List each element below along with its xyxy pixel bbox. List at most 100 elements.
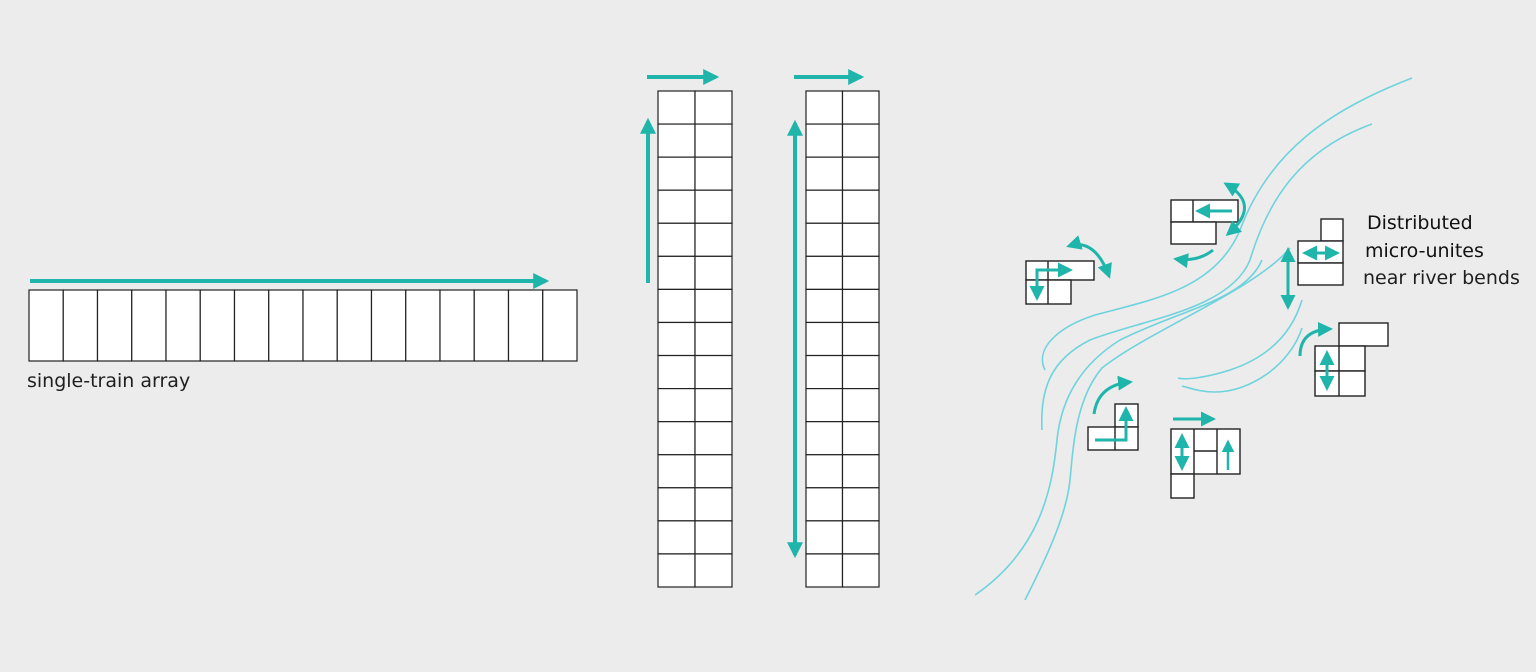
- column-left-cell: [657, 288, 696, 324]
- column-left-cell: [657, 90, 696, 125]
- micro-unit-5-rotate-arrow: [1092, 375, 1133, 415]
- micro-unit-2-return-arrow: [1173, 248, 1214, 269]
- column-left-cell: [694, 321, 733, 357]
- double-column-array-right: [805, 90, 880, 588]
- river-line-4: [974, 259, 1263, 596]
- column-left-cell: [657, 156, 696, 191]
- column-right-cell: [805, 288, 844, 324]
- column-right-cell: [805, 520, 844, 555]
- single-train-cell: [405, 289, 441, 362]
- column-right-cell: [841, 354, 880, 390]
- column-left-cell: [657, 487, 696, 522]
- column-right-cell: [805, 156, 844, 191]
- river-line-3: [1024, 247, 1291, 601]
- column-right-cell: [805, 487, 844, 522]
- column-right-cell: [841, 156, 880, 191]
- column-right-cell: [841, 454, 880, 489]
- column-left-cell: [694, 222, 733, 257]
- column-right-cell: [841, 553, 880, 588]
- column-left-cell: [657, 421, 696, 456]
- river-line-5: [1177, 299, 1303, 380]
- column-left-cell: [694, 487, 733, 522]
- column-right-cell: [841, 222, 880, 257]
- micro-unit-2: [1170, 199, 1239, 245]
- single-train-cell: [439, 289, 475, 362]
- column-right-cell: [841, 520, 880, 555]
- column-left-cell: [657, 388, 696, 423]
- single-train-cell: [542, 289, 578, 362]
- column-right-cell: [841, 421, 880, 456]
- column-right-cell: [841, 288, 880, 324]
- single-train-array-label: single-train array: [27, 370, 191, 392]
- column-right-cell: [841, 189, 880, 224]
- column-left-cell: [694, 454, 733, 489]
- single-train-cell: [302, 289, 338, 362]
- distributed-label-line-2: micro-unites: [1365, 240, 1484, 262]
- column-left-cell: [694, 354, 733, 390]
- column-right-cell: [805, 553, 844, 588]
- column-left-cell: [657, 321, 696, 357]
- column-left-cell: [694, 288, 733, 324]
- single-train-cell: [165, 289, 201, 362]
- column-left-cell: [694, 421, 733, 456]
- micro-unit-1-arrows: [1029, 262, 1073, 301]
- column-right-cell: [805, 222, 844, 257]
- column-left-cell: [694, 90, 733, 125]
- single-train-cell: [28, 289, 64, 362]
- column-right-cell: [841, 123, 880, 158]
- column-right-cell: [805, 321, 844, 357]
- column-left-cell: [694, 553, 733, 588]
- column-left-cell: [694, 156, 733, 191]
- column-left-cell: [657, 454, 696, 489]
- single-train-cell: [199, 289, 236, 362]
- single-train-cell: [96, 289, 133, 362]
- double-column-array-left: [657, 90, 733, 588]
- river-line-1: [1041, 77, 1413, 371]
- single-train-cell: [131, 289, 167, 362]
- distributed-label-line-3: near river bends: [1363, 267, 1520, 289]
- column-left-cell: [694, 255, 733, 291]
- column-right-cell: [841, 487, 880, 522]
- column-right-cell: [805, 189, 844, 224]
- column-left-cell: [694, 388, 733, 423]
- column-left-cell: [694, 123, 733, 158]
- river: [974, 77, 1413, 601]
- column-right-cell: [841, 90, 880, 125]
- micro-unit-1-rotate-arrow: [1066, 235, 1112, 279]
- single-train-cell: [370, 289, 407, 362]
- single-train-cell: [336, 289, 373, 362]
- column-right-cell: [805, 388, 844, 423]
- distributed-label-line-1: Distributed: [1367, 212, 1473, 234]
- column-left-cell: [694, 189, 733, 224]
- river-line-2: [1040, 123, 1373, 431]
- column-right-cell: [805, 255, 844, 291]
- column-left-cell: [657, 255, 696, 291]
- micro-unit-5-arrows: [1095, 409, 1126, 442]
- column-left-cell: [694, 520, 733, 555]
- column-right-cell: [841, 321, 880, 357]
- column-left-cell: [657, 189, 696, 224]
- column-right-cell: [805, 354, 844, 390]
- column-left-cell: [657, 123, 696, 158]
- single-train-array: [28, 289, 578, 362]
- column-right-cell: [805, 421, 844, 456]
- column-right-cell: [805, 90, 844, 125]
- column-left-cell: [657, 354, 696, 390]
- column-right-cell: [841, 388, 880, 423]
- single-train-cell: [507, 289, 544, 362]
- single-train-cell: [233, 289, 270, 362]
- single-train-cell: [473, 289, 510, 362]
- column-left-cell: [657, 553, 696, 588]
- column-right-cell: [805, 123, 844, 158]
- column-left-cell: [657, 520, 696, 555]
- river-line-6: [1181, 327, 1303, 393]
- single-train-cell: [268, 289, 304, 362]
- column-right-cell: [805, 454, 844, 489]
- single-train-cell: [62, 289, 99, 362]
- micro-unit-4-rotate-arrow: [1298, 321, 1333, 357]
- column-right-cell: [841, 255, 880, 291]
- column-left-cell: [657, 222, 696, 257]
- micro-unit-2-rotate-arrow: [1223, 182, 1246, 236]
